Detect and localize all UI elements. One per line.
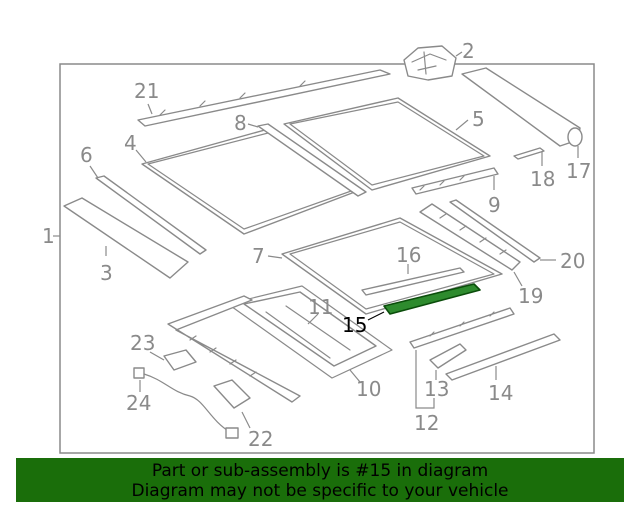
callout-17: 17 [566, 159, 591, 183]
callout-2: 2 [462, 39, 475, 63]
callout-1: 1 [42, 224, 55, 248]
callout-11: 11 [308, 295, 333, 319]
callout-23: 23 [130, 331, 155, 355]
diagram-frame [59, 63, 595, 454]
info-banner: Part or sub-assembly is #15 in diagram D… [16, 458, 624, 502]
part-7-inner-edge [289, 221, 495, 310]
callout-13: 13 [424, 377, 449, 401]
part-13-bracket[interactable] [429, 343, 467, 369]
leader-23 [149, 351, 165, 361]
callout-10: 10 [356, 377, 381, 401]
part-16-bar[interactable] [361, 267, 465, 296]
part-12-rail[interactable] [409, 307, 515, 349]
part-18-pin[interactable] [513, 147, 545, 160]
part-17-roller-blind[interactable] [461, 67, 583, 147]
part-8-seal[interactable] [257, 123, 367, 197]
callout-6: 6 [80, 143, 93, 167]
part-10-assembly[interactable] [227, 285, 393, 379]
part-3-deflector[interactable] [63, 197, 189, 279]
callout-9: 9 [488, 193, 501, 217]
leader-7 [267, 255, 283, 259]
part-20-rod[interactable] [449, 199, 541, 263]
part-22-module[interactable] [213, 379, 251, 409]
callout-3: 3 [100, 261, 113, 285]
banner-line-2: Diagram may not be specific to your vehi… [131, 481, 509, 501]
leader-6 [89, 165, 99, 179]
part-23-drive-frame[interactable] [167, 295, 301, 403]
callout-18: 18 [530, 167, 555, 191]
callout-4: 4 [124, 131, 137, 155]
leader-2 [455, 51, 463, 57]
callout-14: 14 [488, 381, 513, 405]
part-5-rear-glass[interactable] [283, 97, 491, 191]
callout-24: 24 [126, 391, 151, 415]
part-15-highlighted-strip[interactable] [383, 283, 481, 315]
leader-8 [247, 123, 259, 128]
part-23-motor[interactable] [163, 349, 197, 371]
leader-22 [241, 411, 251, 429]
callout-16: 16 [396, 243, 421, 267]
leader-21 [147, 103, 153, 115]
leader-19 [513, 271, 523, 287]
leader-11 [307, 313, 319, 325]
callout-7: 7 [252, 244, 265, 268]
part-19-side-rail[interactable] [419, 203, 521, 271]
part-6-seal[interactable] [95, 175, 207, 255]
callout-20: 20 [560, 249, 585, 273]
callout-21: 21 [134, 79, 159, 103]
part-9-rail[interactable] [411, 167, 499, 195]
leader-5 [455, 119, 469, 131]
callout-12: 12 [414, 411, 439, 435]
callout-22: 22 [248, 427, 273, 451]
part-2-bracket[interactable] [403, 45, 457, 81]
callout-19: 19 [518, 284, 543, 308]
leader-12 [415, 350, 435, 409]
callout-5: 5 [472, 107, 485, 131]
part-5-inner-edge [289, 101, 485, 186]
leader-10 [349, 369, 361, 383]
callout-8: 8 [234, 111, 247, 135]
leader-4 [135, 149, 147, 163]
part-21-front-molding[interactable] [137, 69, 391, 127]
leader-15 [367, 311, 385, 321]
callout-15: 15 [342, 313, 367, 337]
part-24-cable[interactable] [133, 367, 239, 439]
exploded-parts-diagram: 1 2 3 4 5 6 7 8 9 10 11 12 13 14 15 16 1… [42, 39, 595, 454]
part-14-trim[interactable] [445, 333, 561, 381]
banner-line-1: Part or sub-assembly is #15 in diagram [151, 461, 489, 481]
